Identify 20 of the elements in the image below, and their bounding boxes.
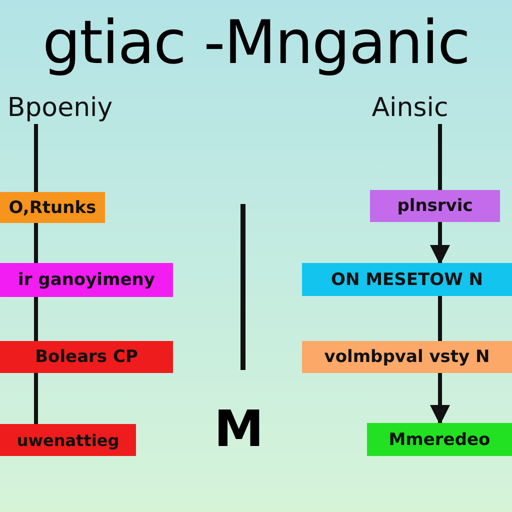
process-box: ON MESETOW N	[302, 263, 512, 296]
process-box: ir ganoyimeny	[0, 263, 173, 297]
process-box: plnsrvic	[370, 190, 500, 222]
process-box: volmbpval vsty N	[302, 341, 512, 373]
column-heading: Bpoeniy	[0, 92, 120, 124]
connector-line	[430, 222, 450, 265]
process-box: O,Rtunks	[0, 192, 105, 223]
connector-line	[34, 223, 38, 263]
connector-line	[438, 296, 442, 341]
process-box: Mmeredeo	[367, 423, 512, 456]
label: M	[214, 400, 264, 458]
process-box: uwenattieg	[0, 424, 136, 456]
connector-line	[430, 373, 450, 425]
connector-line	[34, 297, 38, 341]
title: gtiac -Mnganic	[41, 8, 471, 78]
column-heading: Ainsic	[350, 92, 470, 124]
connector-line	[34, 124, 38, 192]
connector-line	[34, 373, 38, 424]
process-box: Bolears CP	[0, 341, 173, 373]
connector-line	[438, 124, 442, 190]
